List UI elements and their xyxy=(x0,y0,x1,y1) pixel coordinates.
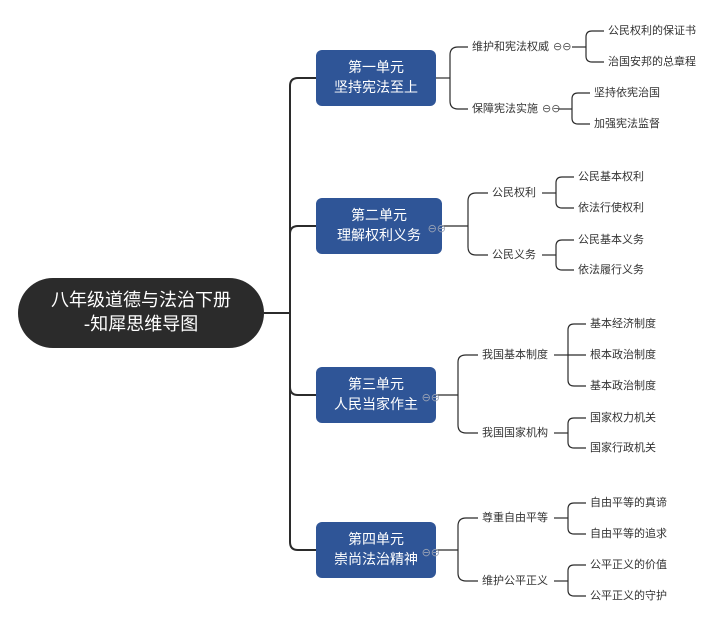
topic-label: 保障宪法实施 xyxy=(472,102,538,115)
leaf-1-1-2[interactable]: 治国安邦的总章程 xyxy=(608,55,696,68)
leaf-3-1-2[interactable]: 根本政治制度 xyxy=(590,348,656,361)
leaf-1-2-2[interactable]: 加强宪法监督 xyxy=(594,117,660,130)
leaf-2-1-2[interactable]: 依法行使权利 xyxy=(578,201,644,214)
unit-4-node[interactable]: 第四单元 崇尚法治精神 ⊖⊖ xyxy=(316,522,440,578)
topic-label: 维护和宪法权威 xyxy=(472,40,549,53)
leaf-3-1-1[interactable]: 基本经济制度 xyxy=(590,317,656,330)
unit-1-title: 第一单元 xyxy=(348,60,404,76)
topic-1-2[interactable]: 保障宪法实施 ⊖⊖ xyxy=(472,102,560,116)
link-icon: ⊖⊖ xyxy=(421,546,440,559)
topic-3-2[interactable]: 我国国家机构 xyxy=(482,426,548,439)
topic-2-1[interactable]: 公民权利 xyxy=(492,186,536,199)
unit-4-title: 第四单元 xyxy=(348,532,404,548)
topic-4-2[interactable]: 维护公平正义 xyxy=(482,574,548,587)
topic-3-1[interactable]: 我国基本制度 xyxy=(482,348,548,361)
unit-3-title: 第三单元 xyxy=(348,377,404,393)
leaf-2-1-1[interactable]: 公民基本权利 xyxy=(578,170,644,183)
topic-1-1[interactable]: 维护和宪法权威 ⊖⊖ xyxy=(472,40,571,54)
unit-3-node[interactable]: 第三单元 人民当家作主 ⊖⊖ xyxy=(316,367,440,423)
unit-2-title: 第二单元 xyxy=(351,208,407,224)
leaf-2-2-1[interactable]: 公民基本义务 xyxy=(578,233,644,246)
unit-3-subtitle: 人民当家作主 xyxy=(334,397,418,413)
link-icon: ⊖⊖ xyxy=(542,102,561,115)
link-icon: ⊖⊖ xyxy=(427,222,446,235)
leaf-4-1-1[interactable]: 自由平等的真谛 xyxy=(590,496,667,509)
link-icon: ⊖⊖ xyxy=(553,40,572,53)
root-topic[interactable]: 八年级道德与法治下册 -知犀思维导图 xyxy=(18,278,264,348)
root-title-line1: 八年级道德与法治下册 xyxy=(51,290,231,311)
leaf-4-2-2[interactable]: 公平正义的守护 xyxy=(590,589,667,602)
link-icon: ⊖⊖ xyxy=(421,391,440,404)
leaf-3-2-1[interactable]: 国家权力机关 xyxy=(590,411,656,424)
topic-2-2[interactable]: 公民义务 xyxy=(492,248,536,261)
leaf-1-1-1[interactable]: 公民权利的保证书 xyxy=(608,24,696,37)
unit-2-subtitle: 理解权利义务 xyxy=(337,228,421,244)
leaf-1-2-1[interactable]: 坚持依宪治国 xyxy=(594,86,660,99)
leaf-4-2-1[interactable]: 公平正义的价值 xyxy=(590,558,667,571)
unit-1-subtitle: 坚持宪法至上 xyxy=(334,80,418,96)
unit-1-node[interactable]: 第一单元 坚持宪法至上 xyxy=(316,50,436,106)
leaf-4-1-2[interactable]: 自由平等的追求 xyxy=(590,527,667,540)
root-title-line2: -知犀思维导图 xyxy=(83,314,199,335)
unit-4-subtitle: 崇尚法治精神 xyxy=(334,552,418,568)
topic-4-1[interactable]: 尊重自由平等 xyxy=(482,511,548,524)
leaf-3-1-3[interactable]: 基本政治制度 xyxy=(590,379,656,392)
leaf-3-2-2[interactable]: 国家行政机关 xyxy=(590,441,656,454)
unit-2-node[interactable]: 第二单元 理解权利义务 ⊖⊖ xyxy=(316,198,446,254)
leaf-2-2-2[interactable]: 依法履行义务 xyxy=(578,263,644,276)
